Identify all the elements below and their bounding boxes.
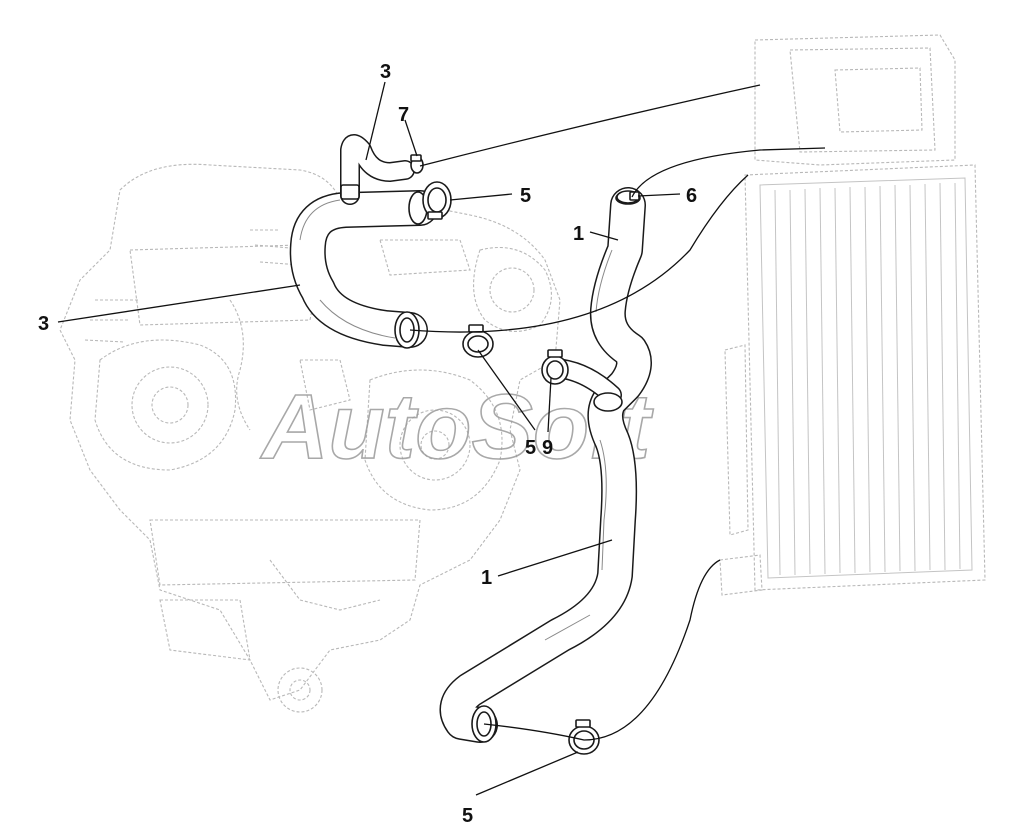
clamp-5-bottom	[568, 719, 600, 755]
callout-3-left: 3	[38, 313, 49, 335]
callout-5-middle: 5	[525, 437, 536, 459]
callout-6: 6	[686, 185, 697, 207]
clamp-6	[616, 190, 640, 204]
callout-1-upper: 1	[573, 223, 584, 245]
callout-leaders	[57, 81, 681, 796]
callout-9: 9	[542, 437, 553, 459]
callout-7: 7	[398, 104, 409, 126]
callout-3-top: 3	[380, 61, 391, 83]
callout-5-bottom: 5	[462, 805, 473, 827]
callout-labels: 3 7 5 6 1 3 5 9 1 5	[38, 61, 697, 827]
clamp-7	[410, 154, 424, 174]
clamp-5-middle	[462, 324, 494, 358]
radiator-fins	[774, 182, 961, 576]
callout-5-top: 5	[520, 185, 531, 207]
clamp-9	[541, 349, 569, 385]
radiator-ghost	[719, 34, 986, 596]
radiator-connection-lines	[409, 84, 826, 741]
clamp-5-top	[422, 181, 452, 220]
callout-1-lower: 1	[481, 567, 492, 589]
hose-3-upper	[289, 134, 438, 349]
